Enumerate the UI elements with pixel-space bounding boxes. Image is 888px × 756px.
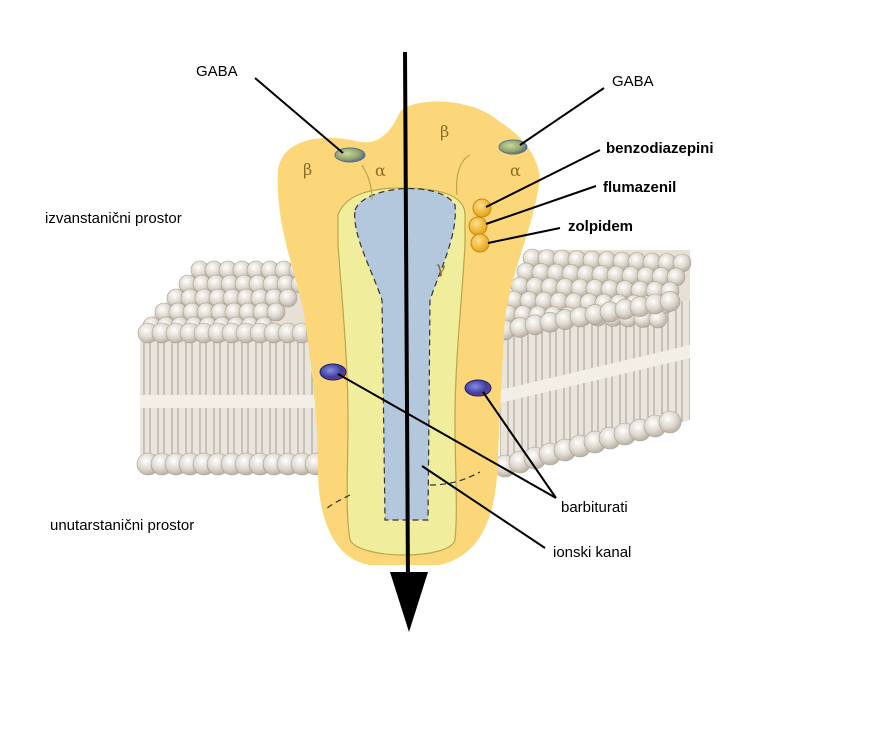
subunit-gamma: γ	[436, 258, 446, 277]
ion-flow-arrow-head	[390, 572, 428, 632]
label-ionski-kanal: ionski kanal	[553, 544, 631, 561]
benzodiazepine-site	[472, 198, 492, 218]
lipid-head-bead	[266, 302, 286, 322]
gaba-binding-site-right	[498, 139, 528, 155]
barbiturate-site-right	[464, 379, 492, 397]
label-zolpidem: zolpidem	[568, 218, 633, 235]
membrane-stripe-right	[500, 345, 690, 403]
label-benzodiazepini: benzodiazepini	[606, 140, 714, 157]
subunit-alpha-left: α	[375, 161, 386, 180]
ion-flow-arrow	[390, 51, 428, 632]
zolpidem-site	[470, 233, 490, 253]
subunit-divider-2	[455, 154, 471, 196]
label-gaba-right: GABA	[612, 73, 654, 90]
leader-zolpidem	[487, 227, 561, 244]
leader-gaba-right	[519, 87, 605, 146]
subunit-divider-3	[324, 494, 351, 511]
lipid-head-bead	[659, 291, 681, 312]
label-gaba-left: GABA	[196, 63, 238, 80]
flumazenil-site	[468, 216, 488, 236]
leader-ionski-kanal	[421, 465, 546, 549]
lipid-head-bead	[278, 288, 298, 308]
leader-flumazenil	[485, 185, 597, 225]
subunit-alpha-right: α	[510, 161, 521, 180]
leader-barbiturati-left	[337, 373, 557, 499]
membrane-stripe-left	[140, 395, 320, 408]
subunit-beta-center: β	[440, 122, 449, 141]
subunit-beta-left: β	[303, 160, 312, 179]
lipid-head-bead	[658, 410, 682, 434]
subunit-divider-1	[361, 164, 373, 201]
leader-benzodiazepini	[485, 149, 601, 208]
label-flumazenil: flumazenil	[603, 179, 676, 196]
barbiturate-site-left	[319, 363, 347, 381]
label-barbiturati: barbiturati	[561, 499, 628, 516]
ion-flow-arrow-shaft	[403, 51, 410, 586]
leader-gaba-left	[254, 77, 344, 154]
leader-lines	[254, 77, 605, 549]
leader-barbiturati-right	[482, 391, 557, 499]
label-unutarstanicni-prostor: unutarstanični prostor	[50, 517, 194, 534]
subunit-divider-4	[429, 471, 481, 486]
label-izvanstanicni-prostor: izvanstanični prostor	[45, 210, 182, 227]
